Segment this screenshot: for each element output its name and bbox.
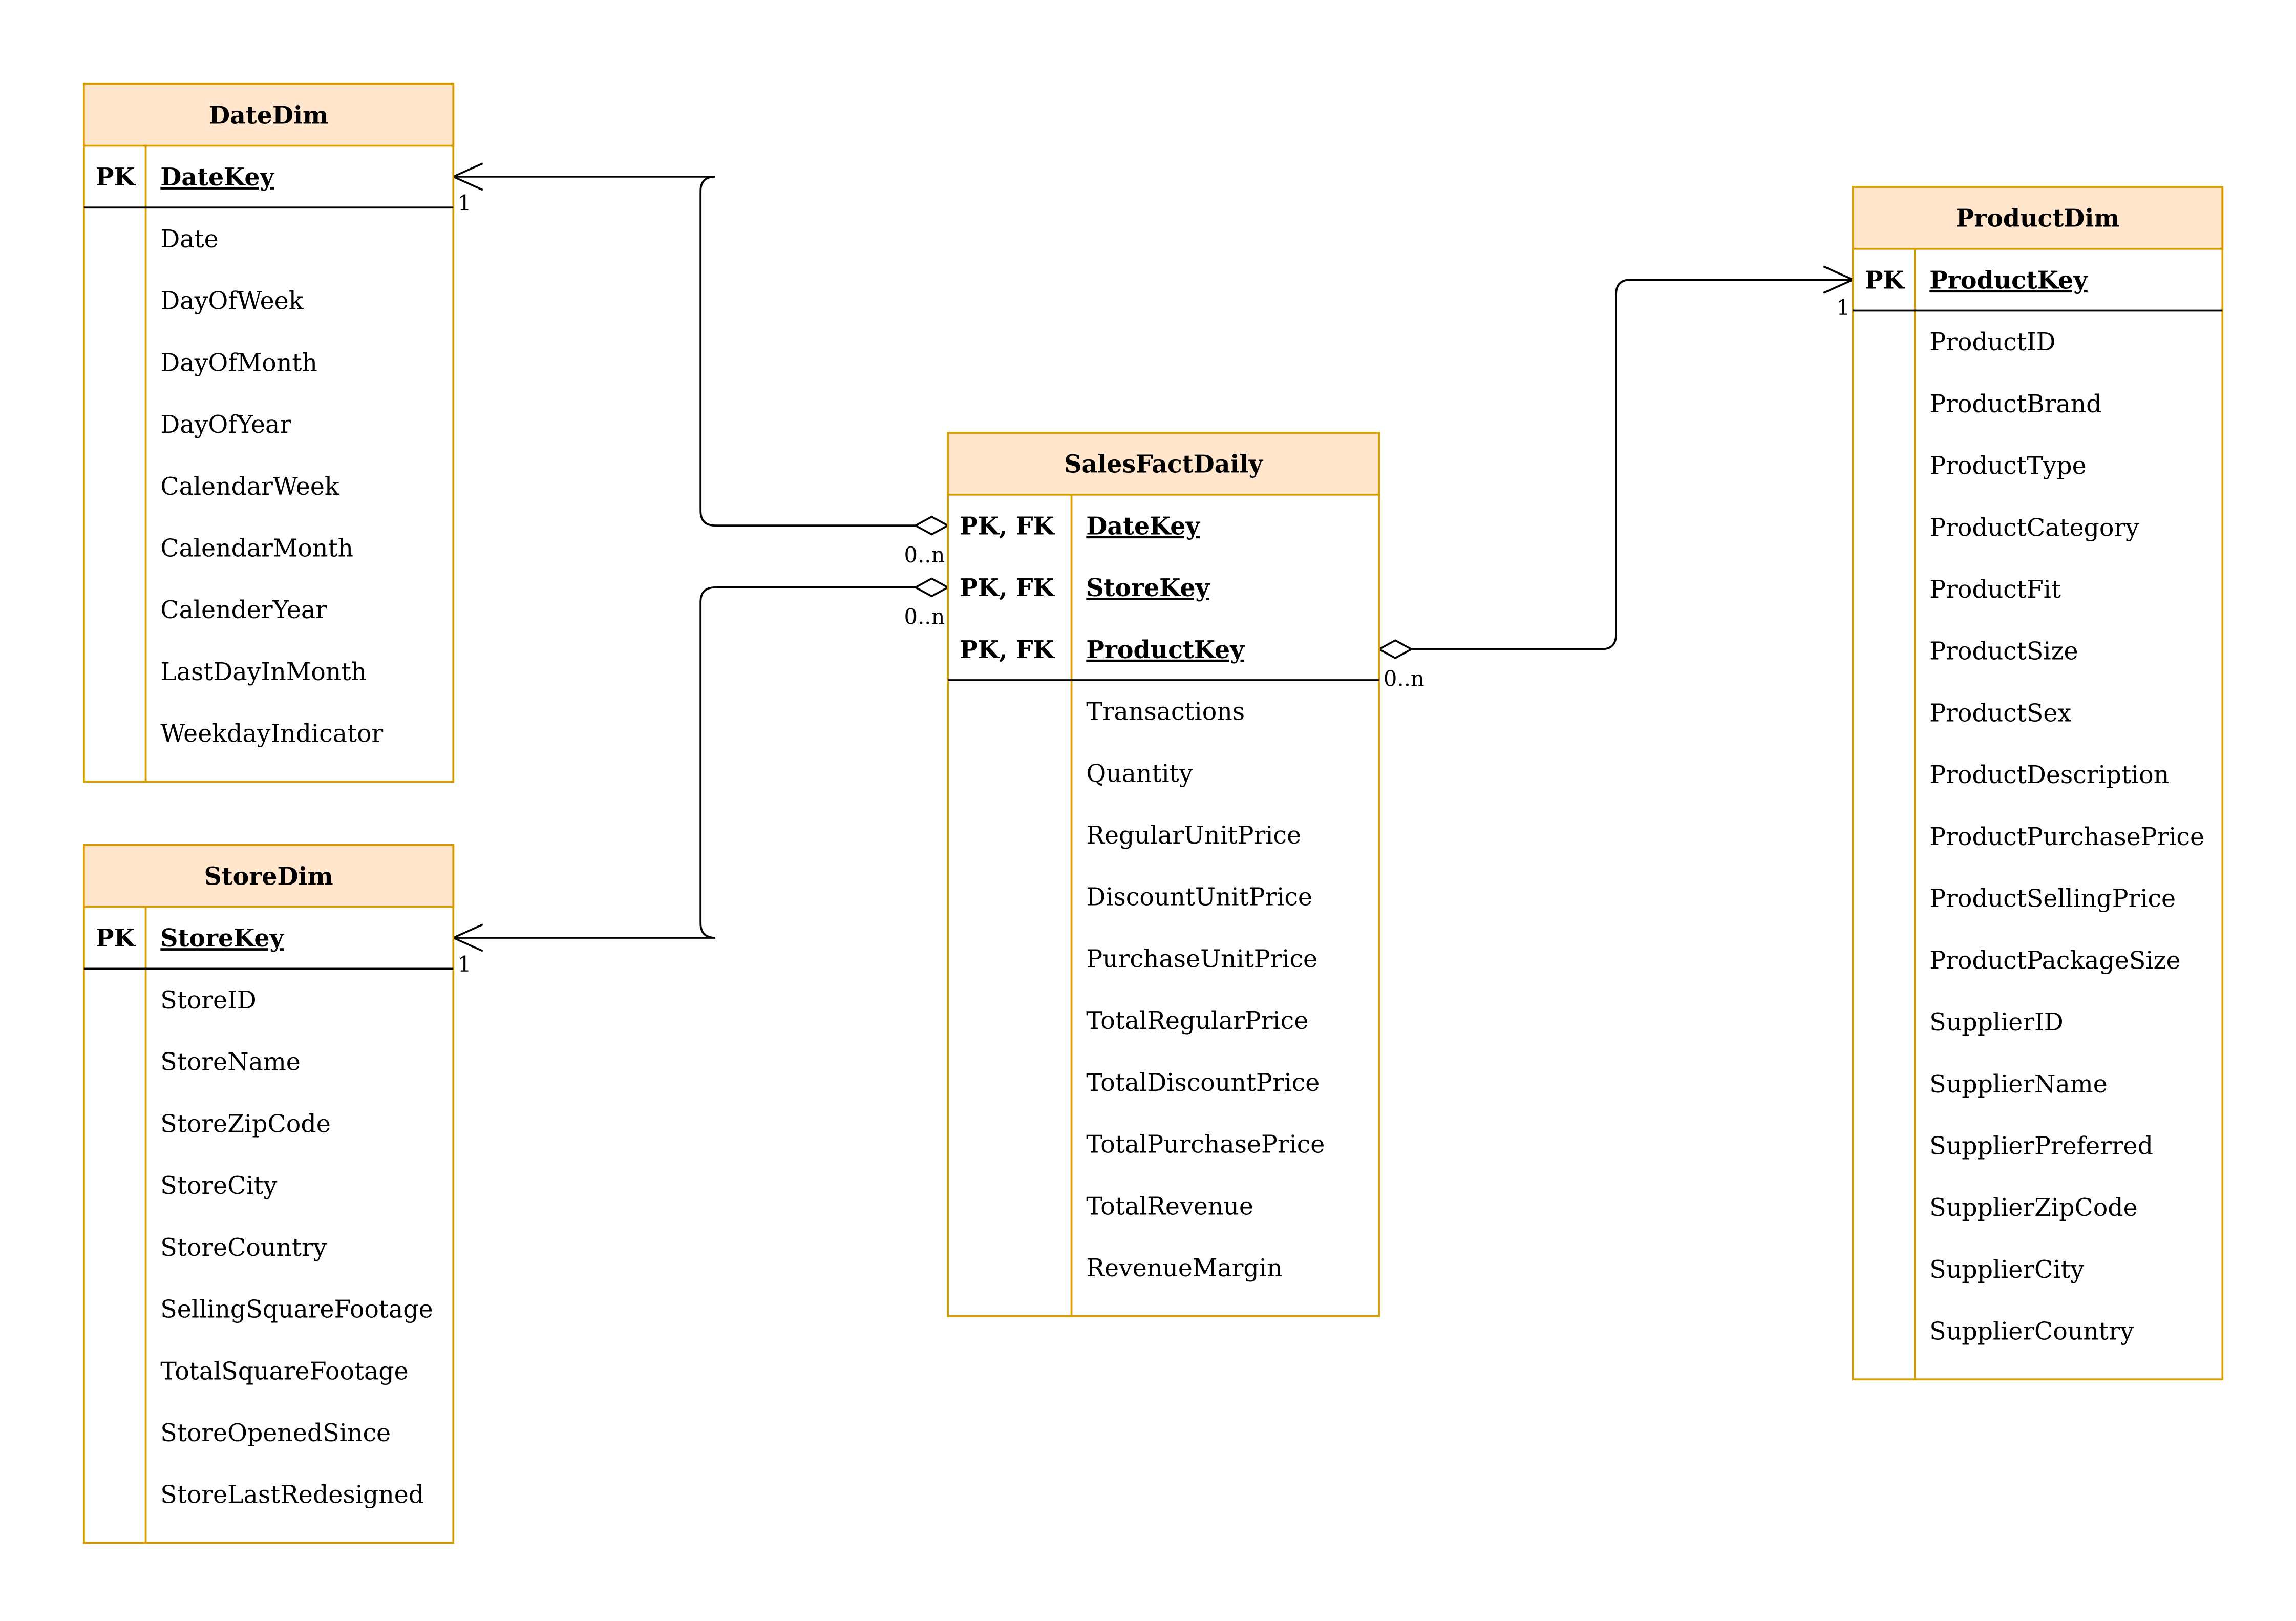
- field-calendar-month[interactable]: CalendarMonth: [160, 535, 353, 563]
- field-product-fit[interactable]: ProductFit: [1929, 576, 2061, 604]
- field-product-description[interactable]: ProductDescription: [1929, 761, 2169, 789]
- field-supplier-country[interactable]: SupplierCountry: [1929, 1318, 2134, 1346]
- table-header: [947, 432, 1380, 496]
- table-header: [1852, 186, 2224, 250]
- key-field-store-key[interactable]: StoreKey: [1086, 574, 1210, 602]
- field-transactions[interactable]: Transactions: [1086, 698, 1245, 726]
- field-total-purchase-price[interactable]: TotalPurchasePrice: [1086, 1131, 1325, 1159]
- field-date[interactable]: Date: [160, 225, 218, 254]
- field-store-country[interactable]: StoreCountry: [160, 1234, 327, 1262]
- field-discount-unit-price[interactable]: DiscountUnitPrice: [1086, 883, 1312, 912]
- field-product-category[interactable]: ProductCategory: [1929, 514, 2139, 542]
- field-store-last-redesigned[interactable]: StoreLastRedesigned: [160, 1481, 424, 1509]
- field-calender-year[interactable]: CalenderYear: [160, 596, 327, 624]
- key-type-label: PK, FK: [960, 636, 1055, 664]
- aggregation-diamond-icon: [1377, 639, 1414, 659]
- field-selling-square-footage[interactable]: SellingSquareFootage: [160, 1296, 433, 1324]
- multiplicity-source: 0..n: [904, 604, 945, 629]
- field-weekday-indicator[interactable]: WeekdayIndicator: [160, 720, 383, 748]
- field-supplier-city[interactable]: SupplierCity: [1929, 1256, 2084, 1284]
- field-revenue-margin[interactable]: RevenueMargin: [1086, 1254, 1282, 1282]
- field-product-selling-price[interactable]: ProductSellingPrice: [1929, 885, 2176, 913]
- field-day-of-week[interactable]: DayOfWeek: [160, 287, 304, 315]
- key-field-date-key[interactable]: DateKey: [1086, 512, 1200, 540]
- multiplicity-target: 1: [1837, 295, 1851, 320]
- field-supplier-zip-code[interactable]: SupplierZipCode: [1929, 1194, 2137, 1222]
- relationship-fact-product[interactable]: 0..n 1: [1377, 265, 1856, 691]
- field-last-day-in-month[interactable]: LastDayInMonth: [160, 658, 367, 686]
- table-title: SalesFactDaily: [1064, 450, 1263, 479]
- key-type-label: PK: [1865, 266, 1905, 294]
- table-header: [82, 844, 455, 908]
- multiplicity-target: 1: [458, 952, 472, 977]
- field-day-of-year[interactable]: DayOfYear: [160, 411, 291, 439]
- key-type-label: PK: [96, 924, 136, 953]
- key-type-label: PK, FK: [960, 512, 1055, 540]
- relationship-fact-store[interactable]: 0..n 1: [451, 577, 950, 977]
- field-purchase-unit-price[interactable]: PurchaseUnitPrice: [1086, 945, 1317, 973]
- field-product-sex[interactable]: ProductSex: [1929, 699, 2071, 727]
- field-product-id[interactable]: ProductID: [1929, 328, 2055, 356]
- field-total-revenue[interactable]: TotalRevenue: [1086, 1192, 1253, 1220]
- key-field-date-key[interactable]: DateKey: [160, 163, 274, 192]
- multiplicity-source: 0..n: [1384, 666, 1425, 691]
- field-product-brand[interactable]: ProductBrand: [1929, 390, 2101, 418]
- multiplicity-target: 1: [458, 191, 472, 216]
- multiplicity-source: 0..n: [904, 542, 945, 567]
- field-product-purchase-price[interactable]: ProductPurchasePrice: [1929, 823, 2204, 851]
- table-header: [82, 82, 455, 147]
- table-title: DateDim: [209, 101, 328, 130]
- key-field-product-key[interactable]: ProductKey: [1086, 636, 1245, 664]
- field-quantity[interactable]: Quantity: [1086, 760, 1193, 788]
- relationship-line: [453, 586, 916, 939]
- relationship-fact-date[interactable]: 0..n 1: [451, 162, 950, 567]
- table-title: StoreDim: [204, 862, 333, 891]
- key-field-product-key[interactable]: ProductKey: [1929, 266, 2088, 294]
- field-regular-unit-price[interactable]: RegularUnitPrice: [1086, 822, 1301, 850]
- table-title: ProductDim: [1956, 204, 2120, 233]
- field-day-of-month[interactable]: DayOfMonth: [160, 349, 317, 377]
- field-store-opened-since[interactable]: StoreOpenedSince: [160, 1419, 391, 1447]
- aggregation-diamond-icon: [913, 515, 950, 536]
- key-type-label: PK: [96, 163, 136, 192]
- field-product-size[interactable]: ProductSize: [1929, 638, 2078, 666]
- key-type-label: PK, FK: [960, 574, 1055, 602]
- relationship-line: [1411, 279, 1853, 650]
- field-total-discount-price[interactable]: TotalDiscountPrice: [1086, 1069, 1320, 1097]
- field-store-name[interactable]: StoreName: [160, 1048, 301, 1077]
- field-product-package-size[interactable]: ProductPackageSize: [1929, 946, 2180, 975]
- table-frame: [947, 432, 1380, 1317]
- field-product-type[interactable]: ProductType: [1929, 452, 2086, 480]
- relationship-lines: 0..n 1 0..n 1 0..n 1: [451, 162, 1856, 977]
- field-calendar-week[interactable]: CalendarWeek: [160, 473, 340, 501]
- field-total-regular-price[interactable]: TotalRegularPrice: [1086, 1007, 1308, 1035]
- field-store-zip-code[interactable]: StoreZipCode: [160, 1110, 330, 1138]
- field-total-square-footage[interactable]: TotalSquareFootage: [160, 1357, 408, 1385]
- aggregation-diamond-icon: [913, 577, 950, 598]
- field-supplier-id[interactable]: SupplierID: [1929, 1008, 2063, 1037]
- field-supplier-preferred[interactable]: SupplierPreferred: [1929, 1132, 2153, 1160]
- field-store-city[interactable]: StoreCity: [160, 1172, 277, 1200]
- field-store-id[interactable]: StoreID: [160, 986, 257, 1015]
- key-field-store-key[interactable]: StoreKey: [160, 924, 284, 953]
- relationship-line: [453, 176, 916, 527]
- field-supplier-name[interactable]: SupplierName: [1929, 1070, 2107, 1099]
